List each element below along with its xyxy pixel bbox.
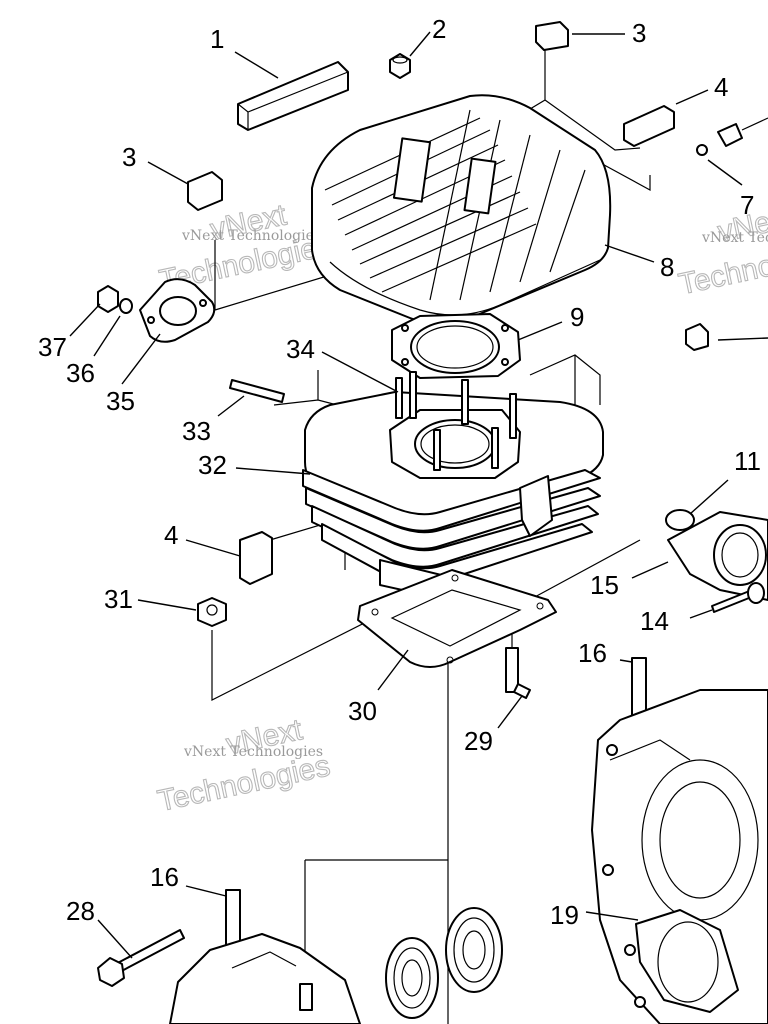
part-7-washer <box>696 117 768 156</box>
part-small-block-right <box>685 323 709 351</box>
part-4-block-lower <box>239 531 273 585</box>
callout-19: 19 <box>550 900 579 930</box>
callout-2: 2 <box>432 14 446 44</box>
callout-labels: 1 2 3 3 4 4 7 8 9 11 14 15 16 16 19 28 2… <box>38 14 761 930</box>
callout-34: 34 <box>286 334 315 364</box>
callout-15: 15 <box>590 570 619 600</box>
part-37-nut <box>97 285 119 313</box>
callout-36: 36 <box>66 358 95 388</box>
base-gasket <box>357 569 557 668</box>
callout-28: 28 <box>66 896 95 926</box>
part-15-intake-flange <box>667 511 768 601</box>
callout-32: 32 <box>198 450 227 480</box>
part-1-block <box>237 61 349 131</box>
watermark-small-text: vNext Technologies <box>181 228 321 244</box>
watermark-small-text: vNext Technologies <box>183 744 323 760</box>
leader-lines <box>69 31 768 959</box>
callout-7: 7 <box>740 190 754 220</box>
callout-16-top: 16 <box>578 638 607 668</box>
callout-16-bottom: 16 <box>150 862 179 892</box>
part-31-nut <box>197 597 227 627</box>
part-3-block-left <box>187 171 223 211</box>
part-33-stud <box>229 379 285 403</box>
bearing-left <box>385 937 439 1019</box>
part-14-bolt <box>711 582 765 613</box>
callout-3-top: 3 <box>632 18 646 48</box>
watermark-middle: vNext Technologies vNext Technologies <box>154 713 333 819</box>
part-4-block-top <box>623 105 675 147</box>
callout-33: 33 <box>182 416 211 446</box>
part-19-gasket <box>634 909 739 1013</box>
head-gasket <box>391 313 521 379</box>
callout-30: 30 <box>348 696 377 726</box>
watermark-small-text: vNext Technologies <box>701 230 768 246</box>
callout-3-left: 3 <box>122 142 136 172</box>
part-3-block-top <box>535 21 569 51</box>
cylinder-head <box>311 94 612 325</box>
part-36-washer <box>119 298 133 314</box>
callout-29: 29 <box>464 726 493 756</box>
callout-9: 9 <box>570 302 584 332</box>
cylinder <box>302 371 604 606</box>
callout-35: 35 <box>106 386 135 416</box>
part-29-fitting <box>505 647 531 699</box>
callout-31: 31 <box>104 584 133 614</box>
part-2-nut <box>389 53 411 79</box>
callout-4-top: 4 <box>714 72 728 102</box>
part-28-bolt <box>97 929 185 987</box>
callout-11: 11 <box>734 446 761 476</box>
callout-4-lower: 4 <box>164 520 178 550</box>
part-11-o-ring <box>665 509 695 531</box>
callout-1: 1 <box>210 24 224 54</box>
callout-14: 14 <box>640 606 669 636</box>
bearing-right <box>445 907 503 993</box>
callout-8: 8 <box>660 252 674 282</box>
callout-37: 37 <box>38 332 67 362</box>
exhaust-gasket <box>139 278 216 343</box>
crankcase-lower-left <box>169 933 361 1024</box>
